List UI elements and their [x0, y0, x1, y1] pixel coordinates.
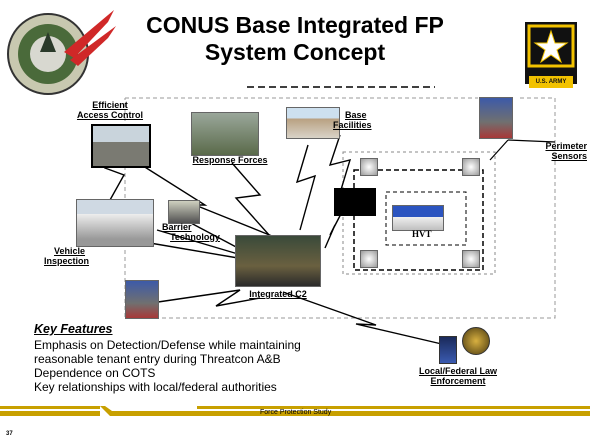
sensor-node-top-left [360, 158, 378, 176]
unit-insignia-logo [4, 2, 116, 102]
vehicle-inspection-photo [76, 199, 154, 247]
footer-bar-notch [100, 406, 197, 416]
police-badge-icon [439, 336, 457, 364]
label-efficient-access-control: Efficient Access Control [76, 100, 144, 120]
footer-bar-left [0, 406, 100, 409]
footer-text: Force Protection Study [260, 409, 332, 416]
key-feature-line: Dependence on COTS [34, 366, 156, 380]
label-response-forces: Response Forces [192, 155, 268, 165]
title-line-2: System Concept [204, 39, 386, 65]
sensor-node-bottom-left [360, 250, 378, 268]
c2-node-photo [125, 280, 159, 319]
page-number: 37 [6, 431, 13, 437]
perimeter-sensor-photo [479, 97, 513, 139]
sensor-node-top-right [462, 158, 480, 176]
footer-bar-right-2 [197, 411, 590, 416]
label-integrated-c2: Integrated C2 [249, 289, 307, 299]
label-perimeter-sensors: Perimeter Sensors [545, 141, 587, 161]
base-facilities-photo [286, 107, 340, 139]
access-control-photo [91, 124, 151, 168]
response-forces-photo [191, 112, 259, 156]
title-line-1: CONUS Base Integrated FP [146, 12, 444, 38]
integrated-c2-photo [235, 235, 321, 287]
key-features-heading: Key Features [34, 322, 113, 336]
key-feature-line: Key relationships with local/federal aut… [34, 380, 277, 394]
label-law-enforcement: Local/Federal Law Enforcement [418, 366, 498, 386]
black-sensor-block [334, 188, 376, 216]
star-icon [527, 24, 575, 68]
label-base-facilities: Base Facilities [333, 110, 372, 130]
key-feature-line: reasonable tenant entry during Threatcon… [34, 352, 281, 366]
footer-bar-right [197, 406, 590, 409]
label-barrier-technology: Barrier Technology [162, 222, 220, 242]
barrier-technology-photo [168, 200, 200, 224]
army-logo: U.S. ARMY [525, 22, 577, 88]
army-logo-text: U.S. ARMY [529, 76, 573, 88]
slide-title: CONUS Base Integrated FP System Concept [120, 12, 470, 66]
fbi-seal-icon [462, 327, 490, 355]
hvt-building-photo [392, 205, 444, 231]
sensor-node-bottom-right [462, 250, 480, 268]
key-feature-line: Emphasis on Detection/Defense while main… [34, 338, 301, 352]
hvt-inner-boundary [385, 191, 467, 246]
footer-bar-left-2 [0, 411, 100, 416]
hvt-dashed-boundary [353, 169, 484, 271]
label-vehicle-inspection: Vehicle Inspection [44, 246, 90, 266]
label-hvt: HVT [412, 229, 432, 239]
